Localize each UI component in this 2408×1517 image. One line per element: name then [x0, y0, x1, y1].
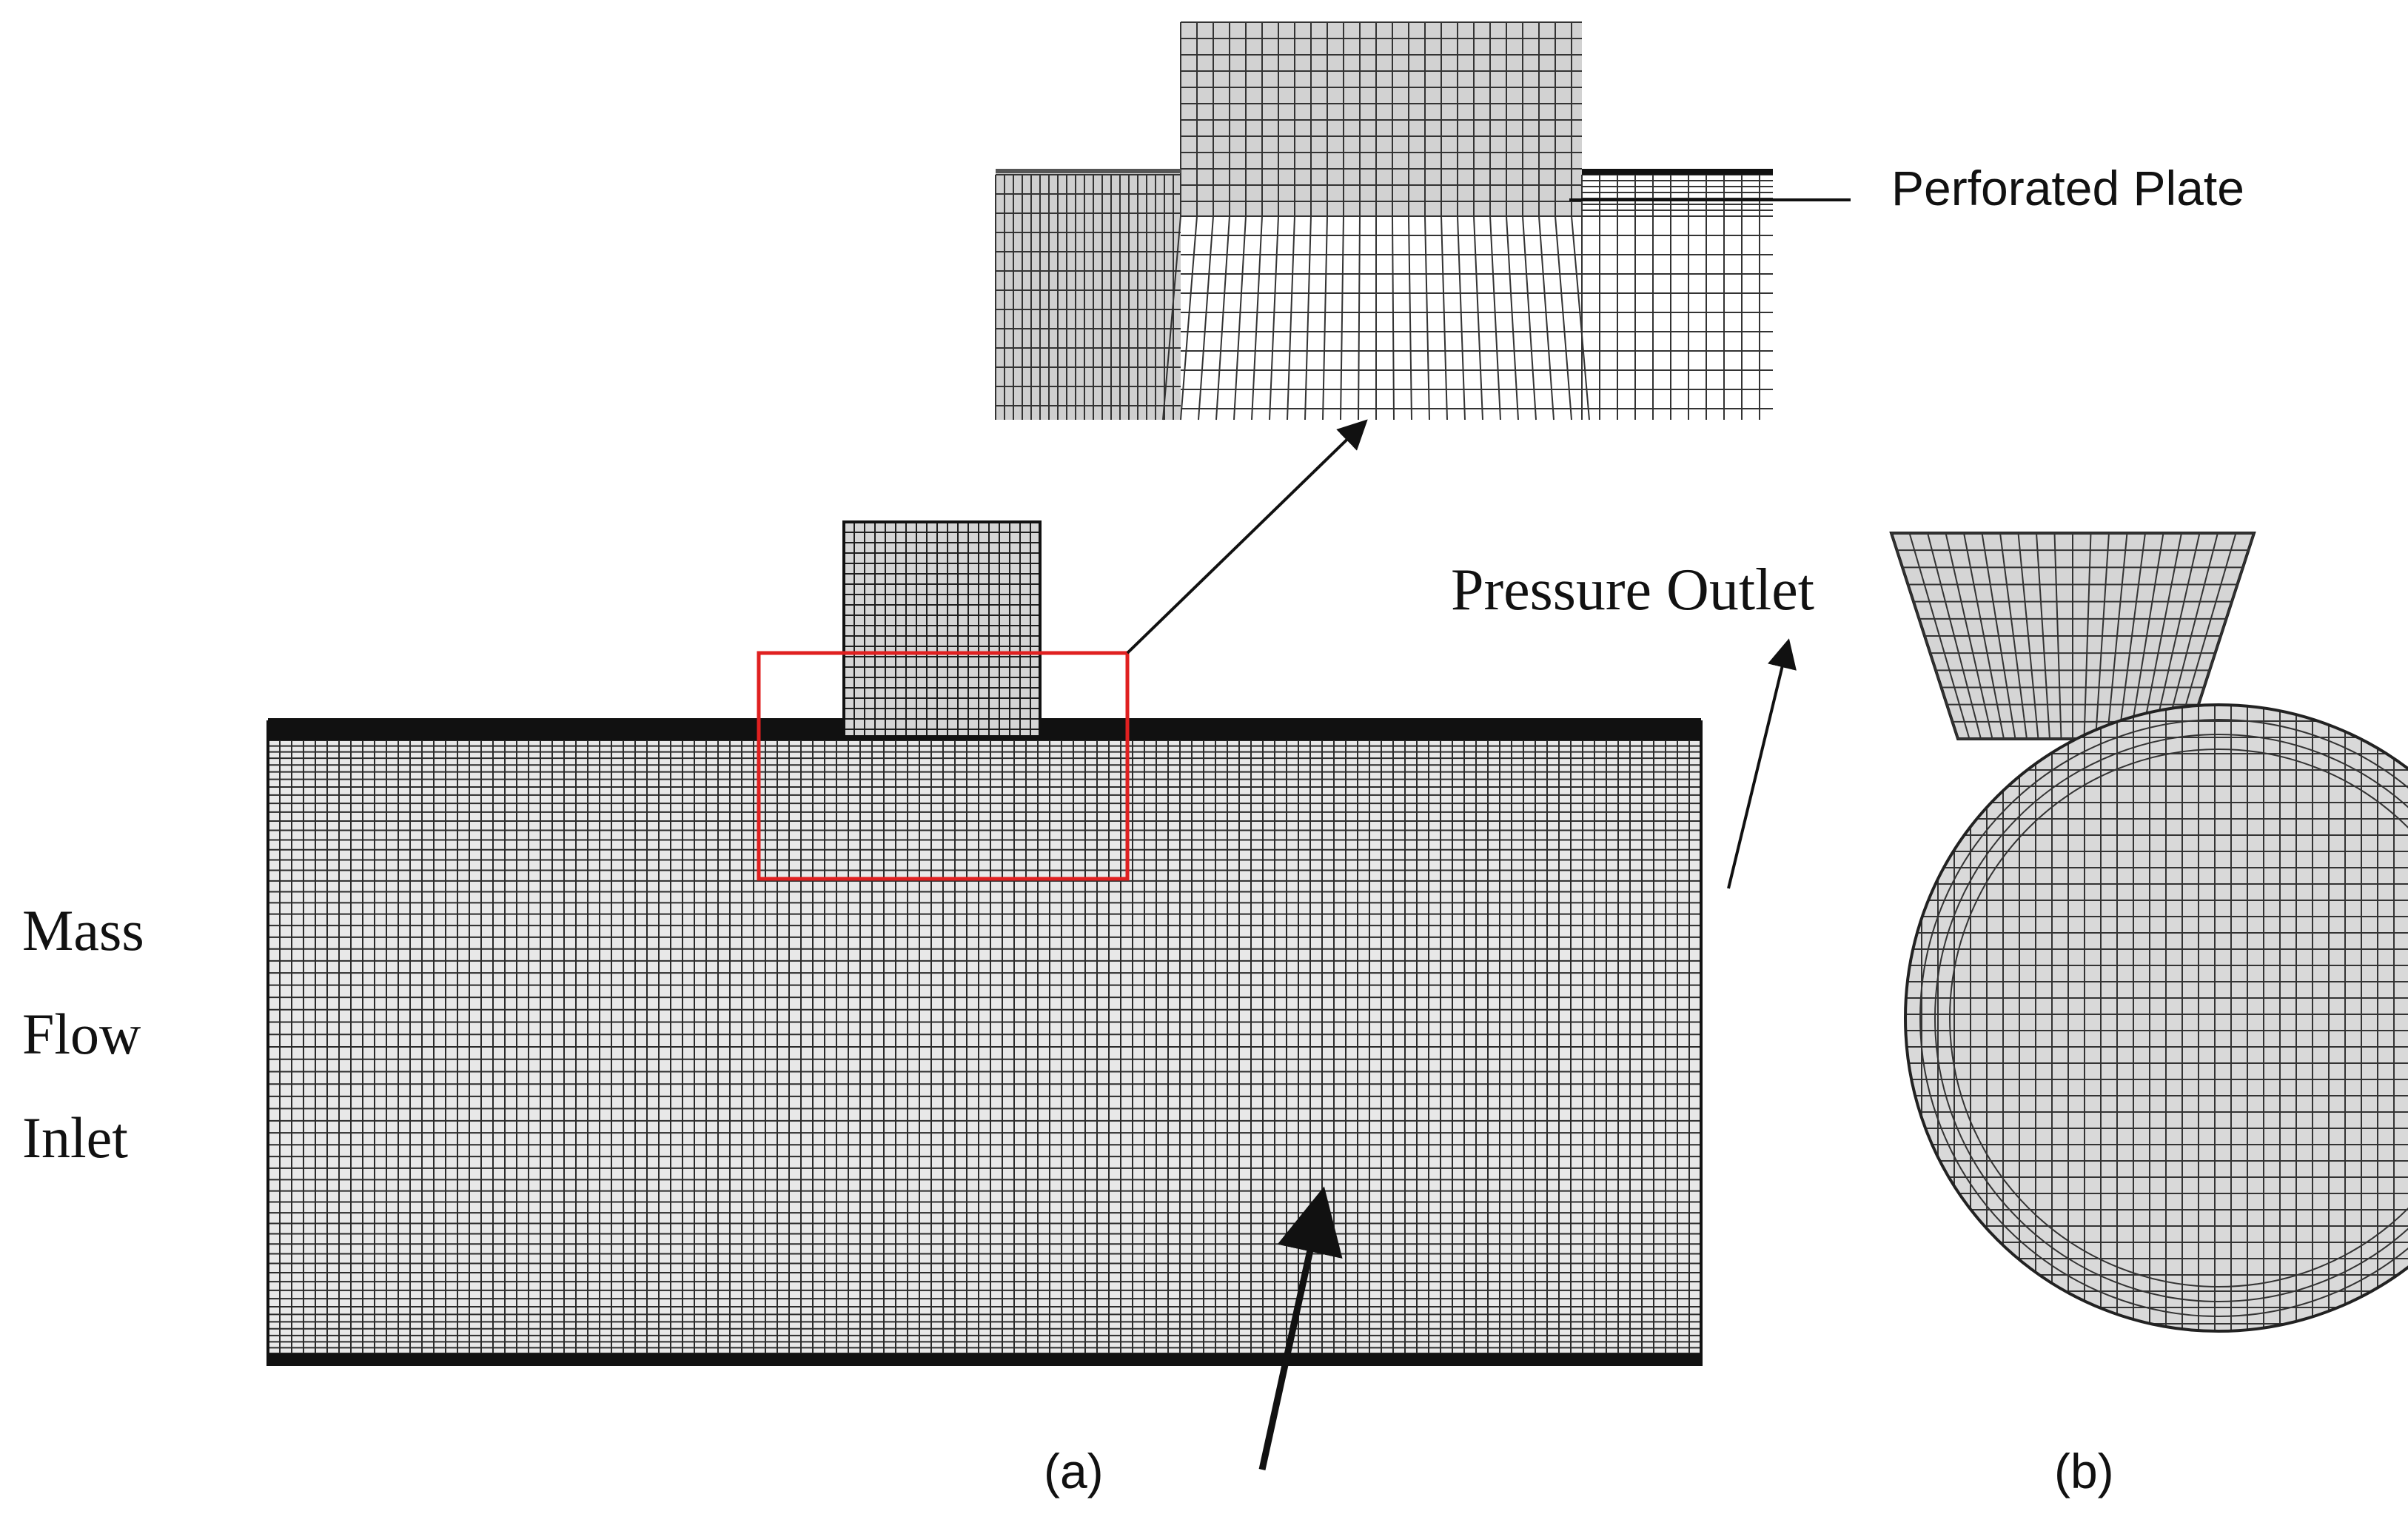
flow-label: Flow [22, 1002, 141, 1066]
zoom-region-box [757, 651, 1130, 881]
perforated-plate-label: Perforated Plate [1891, 161, 2244, 215]
pressure-outlet-label: Pressure Outlet [1451, 557, 1814, 623]
pipe-mesh [266, 718, 1703, 1366]
panel-b-label: (b) [2054, 1444, 2114, 1498]
mass-label: Mass [22, 898, 144, 962]
panel-a-label: (a) [1044, 1444, 1104, 1498]
zoom-arrow [1126, 419, 1368, 654]
branch-mesh [842, 520, 1042, 738]
cross-section-mesh [1889, 532, 2408, 1333]
zoom-inset-mesh [995, 21, 1773, 421]
inlet-arrow [1258, 1186, 1343, 1470]
pressure-outlet-arrow [1727, 638, 1797, 889]
inlet-label: Inlet [22, 1105, 128, 1170]
